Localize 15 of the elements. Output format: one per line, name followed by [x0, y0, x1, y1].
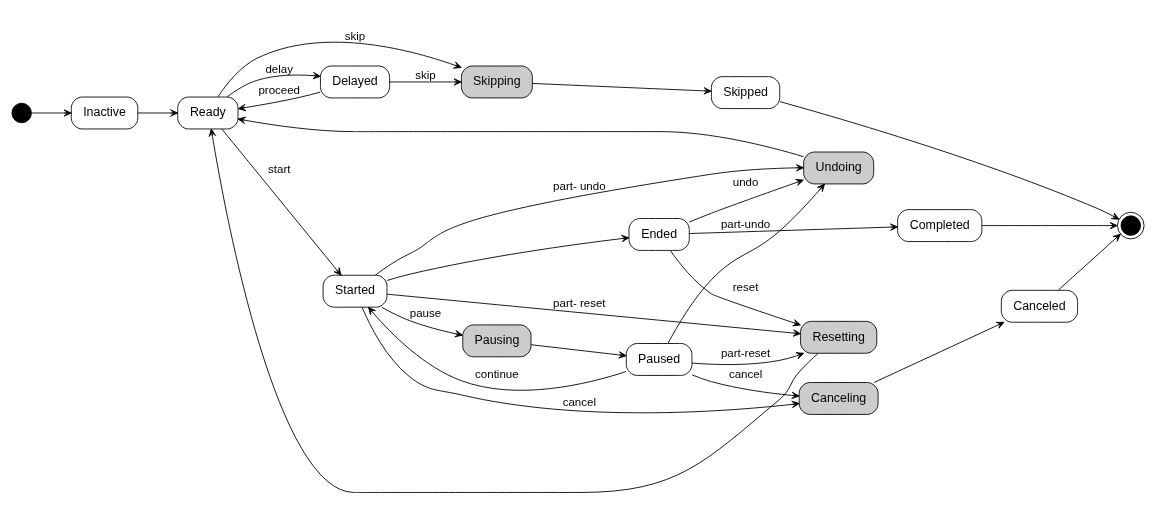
edge-label: proceed	[258, 83, 301, 96]
edge-label: start	[268, 162, 291, 175]
edge-label: pause	[409, 306, 442, 319]
edge-label: part- undo	[553, 179, 606, 192]
edge-label: part-reset	[720, 346, 771, 359]
edge-label: continue	[475, 367, 519, 380]
edge-label: delay	[265, 62, 293, 75]
edge-label: cancel	[728, 367, 763, 380]
edge-label: part-undo	[720, 217, 771, 230]
edge-label: part- reset	[553, 296, 606, 309]
edge-label: undo	[732, 175, 759, 188]
edge-label: skip	[415, 68, 436, 81]
edge-label: cancel	[562, 395, 596, 408]
edge-label: skip	[344, 29, 366, 42]
edge-label: reset	[732, 280, 759, 293]
